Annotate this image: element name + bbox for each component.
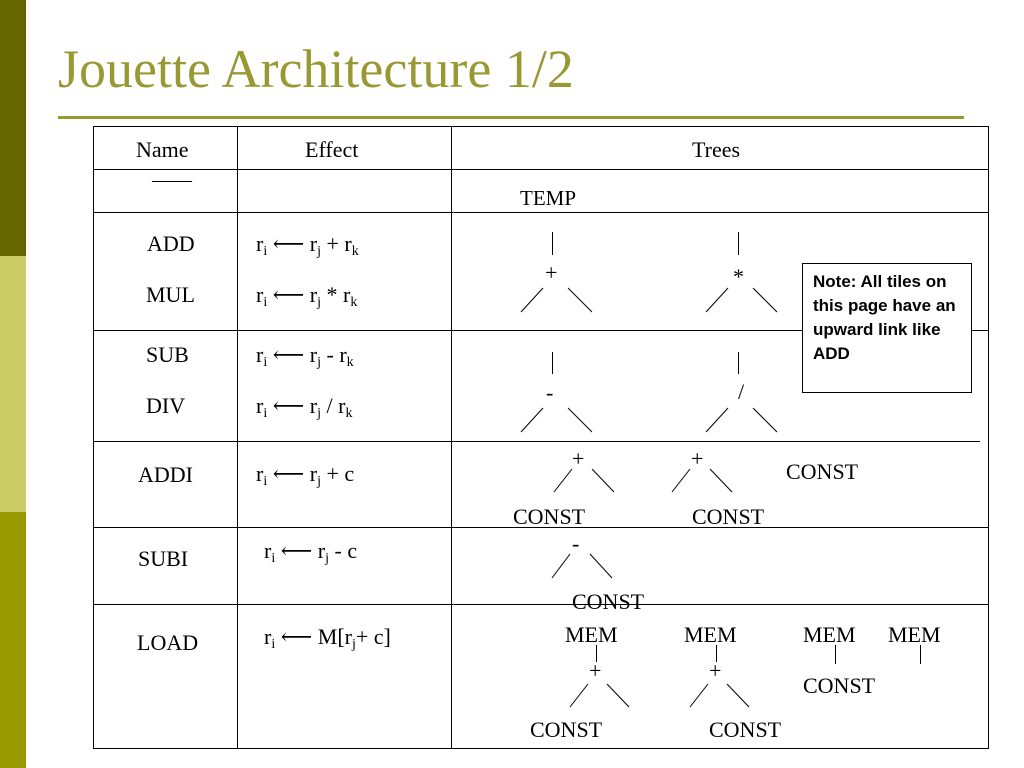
tree-load-leaf-3: CONST [803,673,876,698]
header-name: Name [136,137,189,162]
tree-subi-op: - [572,531,580,556]
row-name-div: DIV [146,393,186,418]
decorative-sidebar-middle [0,256,26,512]
tree-addi-const-only: CONST [786,459,859,484]
tree-addi-leaf-1: CONST [513,504,586,529]
decorative-sidebar-bottom [0,512,26,768]
tree-load-op-2: + [709,658,722,683]
tree-load-leaf-2: CONST [709,717,782,742]
slide-title: Jouette Architecture 1/2 [58,39,574,99]
effect-add: ri ⟵ rj + rk [256,231,359,259]
tree-addi-op-2: + [691,446,704,471]
decorative-sidebar-top [0,0,26,256]
row-name-sub: SUB [146,342,189,367]
header-effect: Effect [305,137,359,162]
row-name-load: LOAD [137,630,199,655]
tree-subi-leaf: CONST [572,589,645,614]
tree-addi-leaf-2: CONST [692,504,765,529]
effect-load: ri ⟵ M[rj+ c] [264,624,391,652]
header-trees: Trees [692,137,741,162]
effect-div: ri ⟵ rj / rk [256,393,353,421]
note-callout: Note: All tiles on this page have an upw… [802,263,972,393]
title-underline [58,116,964,119]
effect-addi: ri ⟵ rj + c [256,461,355,489]
temp-name-dash: —— [152,169,192,191]
effect-mul: ri ⟵ rj * rk [256,282,358,310]
tree-load-mem-1: MEM [565,622,618,647]
temp-tree-label: TEMP [520,186,577,210]
tree-load-leaf-1: CONST [530,717,603,742]
tree-load-mem-2: MEM [684,622,737,647]
effect-sub: ri ⟵ rj - rk [256,342,354,370]
tree-sub-op: - [546,380,554,405]
tree-div-op: / [738,379,745,404]
tree-addi-op-1: + [572,446,585,471]
effect-subi: ri ⟵ rj - c [264,538,358,566]
row-name-mul: MUL [146,282,195,307]
row-name-subi: SUBI [138,546,189,571]
tree-load-mem-4: MEM [888,622,941,647]
tree-load-op-1: + [589,658,602,683]
tree-add-op: + [545,260,558,285]
row-name-add: ADD [147,231,195,256]
tree-load-mem-3: MEM [803,622,856,647]
row-name-addi: ADDI [138,462,193,487]
tree-mul-op: * [733,264,744,289]
